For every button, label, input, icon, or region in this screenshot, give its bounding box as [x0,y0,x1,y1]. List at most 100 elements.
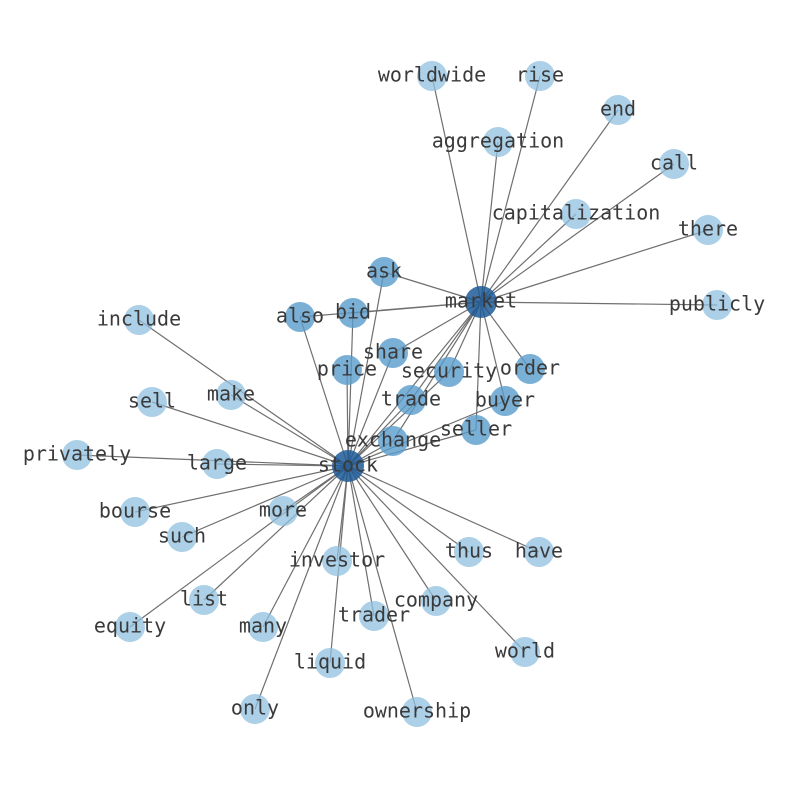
label-rise: rise [516,63,564,87]
node-privately [62,440,92,470]
label-company: company [394,588,478,612]
label-order: order [500,356,560,380]
edge-market-aggregation [480,141,499,303]
label-sell: sell [128,389,176,413]
edge-stock-such [181,465,349,538]
node-have [524,537,554,567]
edge-stock-ownership [347,465,418,713]
edge-stock-world [347,465,526,653]
edge-stock-trader [347,465,375,617]
node-capitalization [561,199,591,229]
label-call: call [650,151,698,175]
edge-stock-equity [129,465,349,628]
node-aggregation [483,127,513,157]
label-more: more [259,498,307,522]
label-there: there [678,217,738,241]
edge-stock-ask [347,271,385,467]
label-security: security [401,359,497,383]
node-only [240,694,270,724]
edge-market-publicly [480,301,718,306]
edge-market-share [392,301,482,354]
node-trader [359,601,389,631]
label-make: make [207,382,255,406]
label-world: world [495,639,555,663]
node-worldwide [417,61,447,91]
edge-market-worldwide [431,75,482,303]
label-trader: trader [338,603,410,627]
node-trade [396,385,426,415]
label-list: list [180,587,228,611]
node-exchange [378,426,408,456]
edge-market-stock [347,301,482,467]
edge-stock-price [346,369,349,467]
edge-stock-company [347,465,437,602]
label-such: such [158,524,206,548]
label-equity: equity [94,614,166,638]
node-order [515,354,545,384]
label-ask: ask [366,259,402,283]
label-liquid: liquid [294,650,366,674]
edge-stock-only [254,465,349,710]
label-many: many [239,614,287,638]
edge-stock-sell [151,401,349,467]
edge-stock-seller [347,429,477,467]
node-security [434,357,464,387]
edge-stock-list [203,465,349,601]
node-seller [461,415,491,445]
edge-stock-many [262,465,349,628]
node-ownership [402,697,432,727]
nodes [62,61,732,727]
node-end [603,95,633,125]
edge-stock-buyer [347,400,506,467]
edge-stock-security [347,371,450,467]
label-buyer: buyer [475,388,535,412]
node-stock [332,450,364,482]
label-market: market [445,289,517,313]
node-thus [454,537,484,567]
node-large [202,449,232,479]
edge-stock-thus [347,465,470,553]
node-liquid [315,648,345,678]
node-rise [525,61,555,91]
label-seller: seller [440,417,512,441]
node-also [285,302,315,332]
node-make [216,380,246,410]
label-share: share [363,340,423,364]
edge-market-call [480,163,675,303]
node-buyer [490,386,520,416]
node-market [465,286,497,318]
edge-market-seller [475,301,482,431]
edge-market-capitalization [480,213,577,303]
node-list [189,585,219,615]
edge-market-trade [410,301,482,401]
edge-stock-have [347,465,540,553]
label-ownership: ownership [363,699,471,723]
node-price [332,355,362,385]
edge-stock-bourse [134,465,349,513]
edge-stock-share [347,352,394,467]
label-thus: thus [445,539,493,563]
label-have: have [515,539,563,563]
node-company [421,586,451,616]
node-equity [115,612,145,642]
node-bid [338,298,368,328]
node-more [268,496,298,526]
label-stock: stock [318,453,378,477]
label-end: end [600,97,636,121]
label-aggregation: aggregation [432,129,564,153]
edge-market-there [480,229,709,303]
node-there [693,215,723,245]
label-trade: trade [381,387,441,411]
label-only: only [231,696,279,720]
node-many [248,612,278,642]
edge-stock-large [216,463,349,467]
node-include [124,305,154,335]
label-investor: investor [289,548,385,572]
node-sell [137,387,167,417]
label-bid: bid [335,300,371,324]
label-include: include [97,307,181,331]
label-exchange: exchange [345,428,441,452]
edge-stock-bid [347,312,354,467]
